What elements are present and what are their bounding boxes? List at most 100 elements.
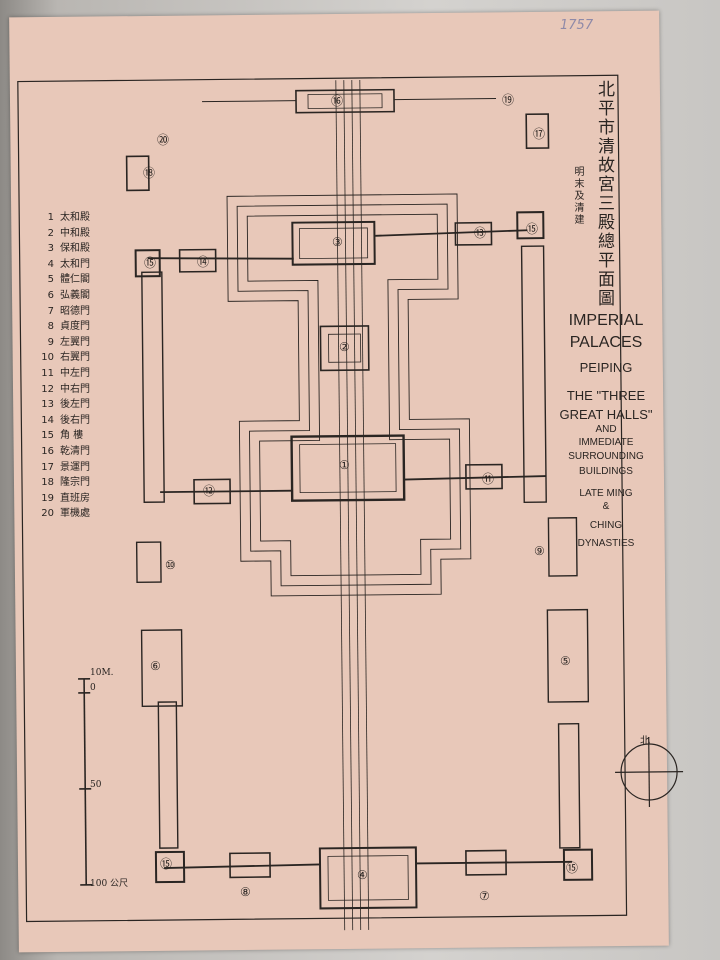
legend-name: 左翼門 xyxy=(60,336,90,348)
building-marker-12: ⑫ xyxy=(203,484,216,498)
hall-2-zhonghe xyxy=(319,325,370,372)
terrace xyxy=(226,193,472,597)
east-corridor xyxy=(520,245,590,849)
building-marker-13: ⑬ xyxy=(474,226,487,240)
legend-name: 太和殿 xyxy=(60,212,90,223)
title-en-line: LATE MING xyxy=(579,488,633,499)
building-marker-15d: ⑮ xyxy=(566,861,579,875)
scale-top-label: 10M. xyxy=(90,668,114,678)
title-en-line: PEIPING xyxy=(579,360,633,375)
title-en-line: SURROUNDING xyxy=(568,451,644,462)
hall-3-baohe xyxy=(291,220,376,266)
building-marker-7: ⑦ xyxy=(479,889,490,903)
legend-number: 18 xyxy=(41,477,54,489)
corner-towers xyxy=(134,211,594,884)
legend-name: 弘義閣 xyxy=(60,290,90,301)
legend-name: 昭德門 xyxy=(60,305,90,317)
legend-item: 3 保和殿 xyxy=(38,239,90,254)
legend-name: 中右門 xyxy=(60,383,90,395)
building-marker-2: ② xyxy=(339,340,350,354)
title-en-line: BUILDINGS xyxy=(579,466,633,477)
legend-number: 12 xyxy=(41,383,54,395)
legend-name: 後左門 xyxy=(60,399,90,411)
building-marker-6: ⑥ xyxy=(150,659,161,673)
legend-item: 16 乾清門 xyxy=(38,442,90,457)
legend-name: 體仁閣 xyxy=(60,274,90,286)
building-marker-5: ⑤ xyxy=(560,654,571,668)
legend-item: 7 昭德門 xyxy=(38,302,90,317)
legend-number: 13 xyxy=(41,399,54,411)
central-axis xyxy=(335,79,370,931)
legend-item: 11 中左門 xyxy=(38,364,90,379)
building-marker-15b: ⑮ xyxy=(526,222,539,236)
legend-item: 17 景運門 xyxy=(38,458,90,473)
legend-number: 5 xyxy=(47,274,54,286)
north-cross-wall xyxy=(147,229,573,869)
scale-zero-label: 0 xyxy=(90,683,96,693)
title-en-line: DYNASTIES xyxy=(577,538,635,549)
west-corridor xyxy=(135,271,184,849)
legend-number: 4 xyxy=(47,258,54,270)
building-marker-15c: ⑮ xyxy=(160,857,173,871)
building-marker-10: ⑩ xyxy=(165,558,176,572)
compass xyxy=(615,736,684,807)
legend-name: 中左門 xyxy=(60,368,90,379)
legend-number: 16 xyxy=(41,446,54,457)
title-en-line: PALACES xyxy=(569,334,643,351)
north-label: 北 xyxy=(640,736,650,747)
legend-item: 13 後左門 xyxy=(38,395,90,410)
legend-item: 1 太和殿 xyxy=(38,208,90,223)
legend-item: 5 體仁閣 xyxy=(38,270,90,285)
legend-number: 17 xyxy=(41,461,54,473)
legend-number: 8 xyxy=(47,321,54,333)
legend-name: 景運門 xyxy=(60,461,90,473)
title-en-line: THE "THREE xyxy=(566,388,646,403)
legend-number: 3 xyxy=(47,243,54,255)
building-marker-8: ⑧ xyxy=(240,885,251,899)
legend-name: 乾清門 xyxy=(60,446,90,457)
title-cn: 北平市清故宮三殿總平面圖 xyxy=(594,80,614,308)
legend-name: 中和殿 xyxy=(60,227,90,239)
scale-fifty-label: 50 xyxy=(90,780,102,790)
title-en-line: GREAT HALLS" xyxy=(559,407,653,422)
title-en-line: AND xyxy=(595,424,617,435)
legend-item: 6 弘義閣 xyxy=(38,286,90,301)
legend-item: 2 中和殿 xyxy=(38,224,90,239)
legend-name: 隆宗門 xyxy=(60,477,90,489)
legend-number: 7 xyxy=(47,305,54,317)
title-en-line: CHING xyxy=(589,520,623,531)
map-border xyxy=(17,74,628,923)
legend-number: 1 xyxy=(47,212,54,223)
building-marker-4: ④ xyxy=(357,868,368,882)
legend-number: 6 xyxy=(47,290,54,301)
title-en-line: IMPERIAL xyxy=(568,312,644,329)
building-marker-9: ⑨ xyxy=(534,544,545,558)
north-gate xyxy=(202,88,497,114)
legend-name: 角 樓 xyxy=(60,430,84,442)
legend-number: 2 xyxy=(47,227,54,239)
gate-4-taihe xyxy=(318,846,418,910)
legend-name: 保和殿 xyxy=(60,243,90,255)
building-marker-18: ⑱ xyxy=(143,166,156,180)
legend-item: 19 直班房 xyxy=(38,489,90,504)
legend-name: 太和門 xyxy=(60,258,90,270)
building-marker-3: ③ xyxy=(332,235,343,249)
legend-name: 軍機處 xyxy=(60,508,90,520)
title-en-line: IMMEDIATE xyxy=(578,437,634,448)
building-marker-20: ⑳ xyxy=(157,133,170,147)
legend-item: 4 太和門 xyxy=(38,255,90,270)
scale-bottom-label: 100 公尺 xyxy=(90,879,129,889)
legend-name: 直班房 xyxy=(60,492,90,504)
building-marker-1: ① xyxy=(339,458,350,472)
building-marker-14: ⑭ xyxy=(197,255,210,269)
legend-number: 10 xyxy=(41,352,54,364)
building-marker-16: ⑯ xyxy=(331,94,344,108)
legend-number: 11 xyxy=(41,368,54,379)
side-gates xyxy=(125,113,550,879)
legend-number: 19 xyxy=(41,492,54,504)
corner-note: 1757 xyxy=(560,18,594,33)
